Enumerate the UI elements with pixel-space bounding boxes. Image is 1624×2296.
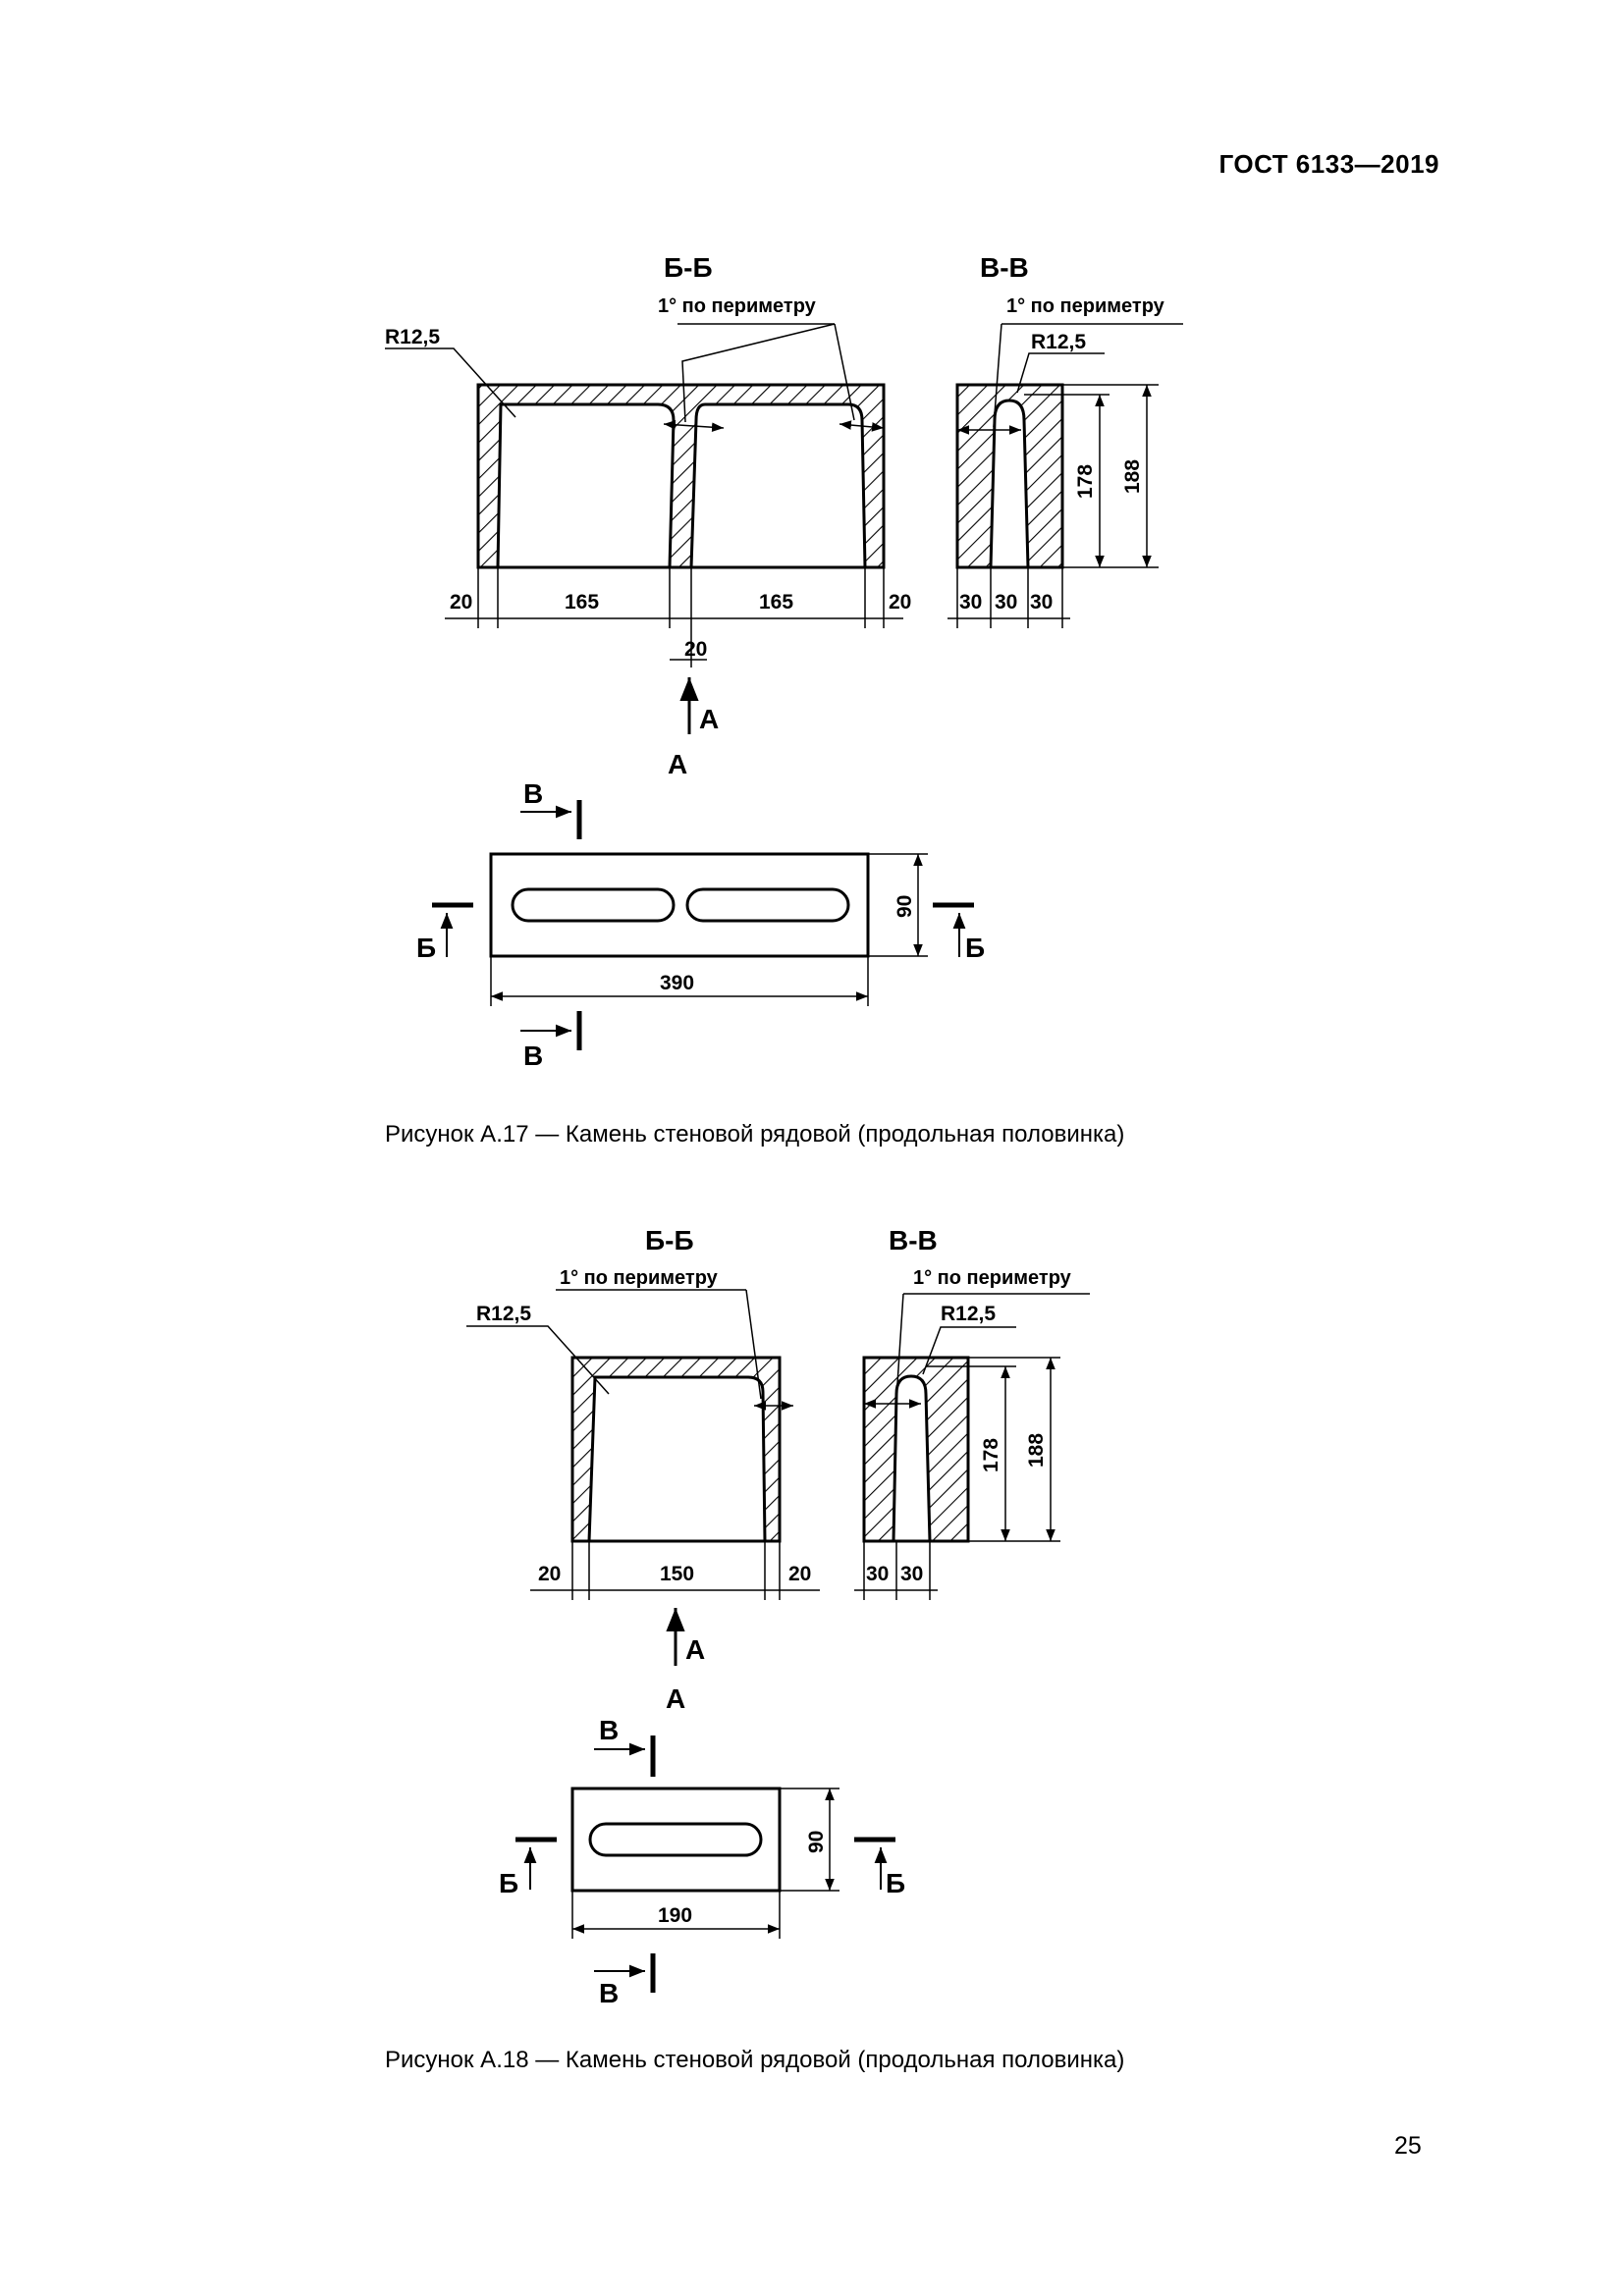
view-arrow-label: А (685, 1634, 705, 1665)
radius-label-right: R12,5 (941, 1303, 996, 1325)
dim-label: 30 (866, 1563, 889, 1585)
section-mark-label: Б (965, 933, 985, 963)
section-vv-title: В-В (889, 1225, 938, 1255)
view-title: А (666, 1683, 685, 1714)
dim-label: 30 (995, 591, 1017, 614)
section-bb-a18 (570, 1356, 782, 1543)
dim-label: 30 (1030, 591, 1053, 614)
dim-label: 30 (900, 1563, 923, 1585)
dim-label: 20 (538, 1563, 561, 1585)
dim-label: 390 (660, 972, 694, 994)
note-bb: 1° по периметру (658, 295, 817, 317)
section-vv-a17 (955, 383, 1064, 569)
dim-label: 20 (788, 1563, 811, 1585)
section-mark-label: Б (499, 1868, 518, 1898)
dim-label: 178 (1074, 464, 1097, 499)
dim-label: 20 (450, 591, 472, 614)
dim-label: 165 (759, 591, 793, 614)
dim-label: 150 (660, 1563, 694, 1585)
figure-a17-caption: Рисунок А.17 — Камень стеновой рядовой (… (385, 1121, 1125, 1148)
radius-label-left: R12,5 (476, 1303, 531, 1325)
dim-label: 165 (565, 591, 599, 614)
figure-a18-caption: Рисунок А.18 — Камень стеновой рядовой (… (385, 2047, 1125, 2073)
dim-label: 20 (684, 638, 707, 661)
dim-label: 190 (658, 1904, 692, 1927)
view-arrow-label: А (699, 704, 719, 734)
dim-label: 90 (805, 1831, 828, 1853)
section-mark-label: В (599, 1715, 619, 1745)
dim-label: 178 (980, 1438, 1002, 1472)
page-number: 25 (1394, 2132, 1422, 2160)
radius-label-left: R12,5 (385, 326, 440, 348)
dim-label: 30 (959, 591, 982, 614)
document-header: ГОСТ 6133—2019 (1218, 149, 1439, 179)
section-mark-label: Б (886, 1868, 905, 1898)
section-vv-title: В-В (980, 252, 1029, 283)
dim-label: 90 (893, 895, 916, 918)
section-bb-title: Б-Б (664, 252, 713, 283)
dim-label: 188 (1025, 1433, 1048, 1468)
note-bb: 1° по периметру (560, 1267, 719, 1289)
note-vv: 1° по периметру (913, 1267, 1072, 1289)
figure-a18-drawing: Б-Б В-В 1° по периметру 1° по периметру … (466, 1225, 1090, 2008)
note-vv: 1° по периметру (1006, 295, 1165, 317)
section-vv-a18 (862, 1356, 970, 1543)
section-mark-label: В (523, 1041, 543, 1071)
section-bb-a17 (476, 383, 886, 569)
dim-label: 188 (1121, 459, 1144, 494)
section-bb-title: Б-Б (645, 1225, 694, 1255)
radius-label-right: R12,5 (1031, 331, 1086, 353)
view-title: А (668, 749, 687, 779)
figure-a17-drawing: Б-Б В-В 1° по периметру 1° по периметру … (385, 252, 1183, 1071)
dim-label: 20 (889, 591, 911, 614)
section-mark-label: В (523, 778, 543, 809)
section-mark-label: В (599, 1978, 619, 2008)
section-mark-label: Б (416, 933, 436, 963)
